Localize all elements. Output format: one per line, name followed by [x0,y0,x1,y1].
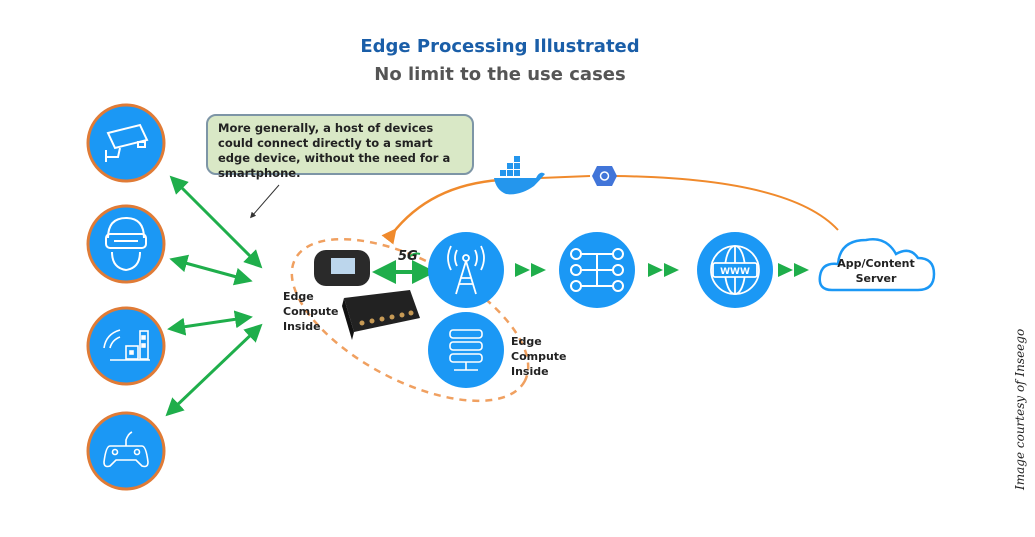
edge-compute-label-server: Edge Compute Inside [511,334,567,379]
kubernetes-hexagon-icon [592,166,617,186]
server-edge-label-line1: Edge [511,335,542,348]
device-link-arrows [165,175,263,417]
mobile-hotspot-device [314,250,370,286]
edge-label-line2: Compute [283,305,339,318]
device-camera [86,103,166,183]
edge-label-line3: Inside [283,320,321,333]
flow-arrow-2 [648,263,679,277]
return-path-left [381,178,501,245]
globe-www-icon [710,245,760,295]
flow-arrow-1 [515,263,546,277]
diagram-title: Edge Processing Illustrated [360,36,640,57]
vr-headset-icon [105,216,147,272]
return-path-right [613,175,839,231]
cloud-label-line1: App/Content [837,257,915,270]
gamepad-link-arrow [165,323,263,417]
signal-waves-icon [407,252,421,259]
network-hub-icon [570,248,624,292]
pipeline-internet [697,232,773,308]
docker-icon [494,156,545,195]
callout-pointer-arrow [250,184,280,219]
building-wireless-icon [103,329,150,361]
gamepad-icon [103,431,149,468]
edge-router-device [342,290,420,340]
flow-arrow-3 [778,263,809,277]
cloud-server-icon [818,238,936,292]
edge-label-line1: Edge [283,290,314,303]
image-credit: Image courtesy of Inseego [1013,328,1027,490]
device-smart-building [86,306,166,386]
camera-link-arrow [169,175,263,269]
camera-icon [105,123,149,162]
device-vr-headset [86,204,166,284]
www-label: WWW [720,267,750,277]
cloud-label: App/Content Server [826,256,926,286]
5g-label: 5G [398,249,418,264]
building-link-arrow [167,310,253,336]
vr-link-arrow [169,254,253,286]
return-path-mid [539,175,591,179]
cloud-label-line2: Server [855,272,897,285]
flow-arrows [515,263,809,277]
pipeline-network-switch [559,232,635,308]
edge-compute-label-devices: Edge Compute Inside [283,289,339,334]
device-game-controller [86,411,166,491]
server-edge-label-line2: Compute [511,350,567,363]
server-edge-label-line3: Inside [511,365,549,378]
pipeline-cell-tower [428,232,504,308]
server-rack-icon [449,329,483,371]
cell-tower-icon [447,245,485,295]
edge-boundary-dashed [290,237,530,403]
diagram-subtitle: No limit to the use cases [374,64,626,85]
pipeline-server [428,312,504,388]
